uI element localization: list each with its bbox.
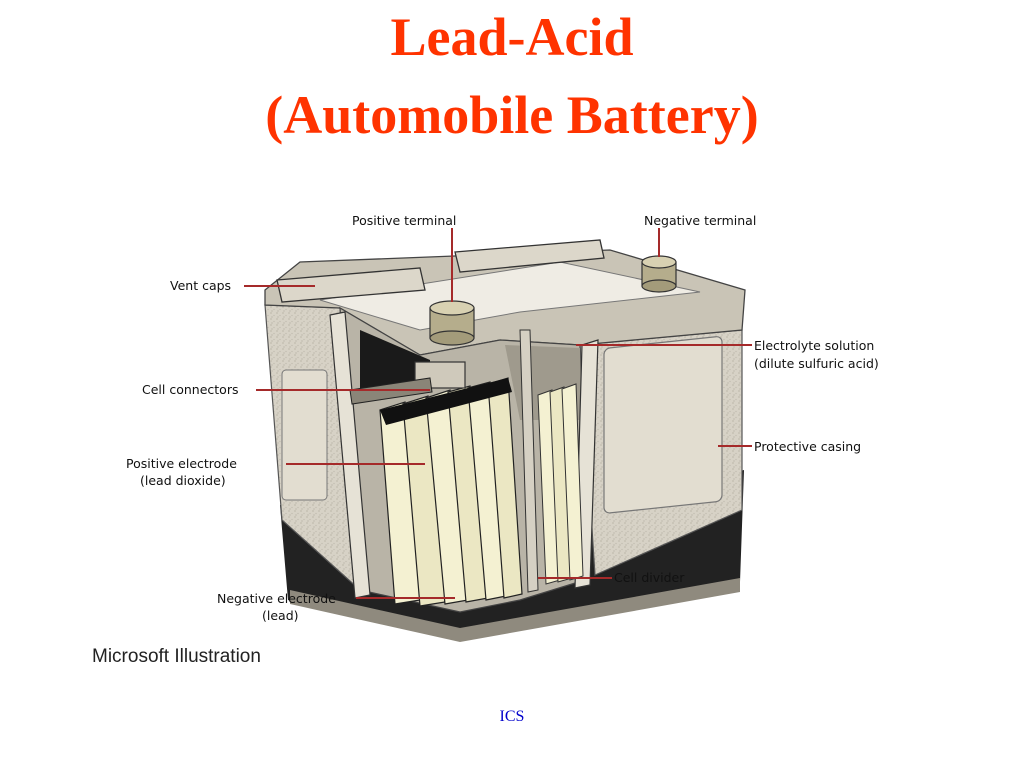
label-positive-electrode-line1: Positive electrode [126,456,237,471]
label-positive-electrode-line2: (lead dioxide) [140,473,226,488]
electrode-plates-front [379,377,523,607]
lid-inner-surface [319,261,701,331]
label-electrolyte-line1: Electrolyte solution [754,338,874,353]
cell-divider-left [329,311,371,599]
label-electrolyte-line2: (dilute sulfuric acid) [754,356,879,371]
battery-floor [290,578,740,642]
casing-left-panel [281,369,328,501]
label-negative-terminal: Negative terminal [644,213,756,228]
vent-cap-middle [454,239,605,273]
vent-cap-left [276,267,426,303]
title-line-2: (Automobile Battery) [265,85,759,145]
electrode-plates-back [537,383,584,585]
title-line-1: Lead-Acid [390,7,634,67]
label-protective-casing: Protective casing [754,439,861,454]
slide-footer: ICS [499,708,525,725]
illustration-credit: Microsoft Illustration [92,646,261,667]
label-vent-caps: Vent caps [170,278,231,293]
leader-lines [244,228,752,599]
label-cell-connectors: Cell connectors [142,382,238,397]
label-positive-terminal: Positive terminal [352,213,456,228]
label-negative-electrode-line1: Negative electrode [217,591,336,606]
negative-terminal-post [641,255,677,293]
label-cell-divider: Cell divider [614,570,685,585]
label-negative-electrode-line2: (lead) [262,608,299,623]
cell-divider-center [519,329,539,593]
casing-right-panel [603,336,723,514]
positive-terminal-post [429,300,475,346]
